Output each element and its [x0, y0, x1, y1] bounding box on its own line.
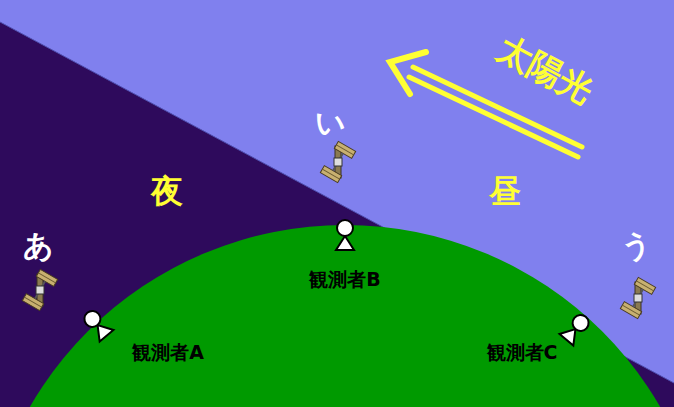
position-label: あ	[23, 229, 54, 262]
observer-figure	[336, 220, 354, 250]
observer-label: 観測者B	[309, 269, 380, 290]
position-label: う	[621, 229, 652, 262]
day-label: 昼	[489, 174, 521, 209]
night-label: 夜	[151, 174, 183, 209]
position-label: い	[315, 106, 346, 139]
iss-icon	[320, 141, 355, 182]
observer-figure	[80, 307, 113, 342]
iss-icon	[620, 277, 655, 318]
observer-label: 観測者A	[132, 342, 204, 363]
earth	[0, 225, 674, 407]
observer-figure	[560, 311, 593, 346]
observer-label: 観測者C	[487, 342, 558, 363]
iss-icon	[22, 269, 57, 310]
